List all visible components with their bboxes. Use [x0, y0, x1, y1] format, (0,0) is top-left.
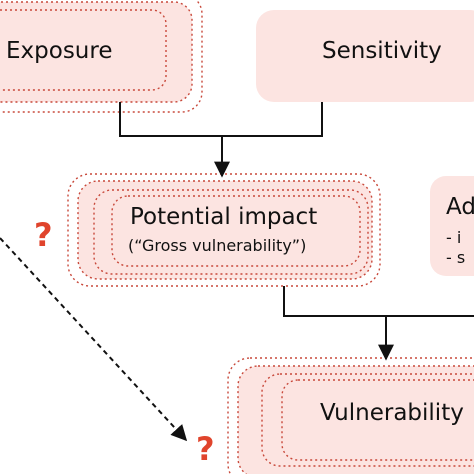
connector-impact-adaptive-to-vulnerability: [283, 286, 474, 361]
question-mark-icon: ?: [196, 430, 215, 468]
potential-impact-label: Potential impact: [130, 204, 318, 230]
vulnerability-node: [227, 357, 474, 474]
exposure-label: Exposure: [6, 38, 113, 64]
connector-exposure-sensitivity-to-impact: [119, 102, 323, 178]
potential-impact-node: [67, 173, 381, 287]
adaptive-capacity-node: [430, 176, 474, 276]
question-mark-icon: ?: [34, 216, 53, 254]
vulnerability-label: Vulnerability: [320, 400, 464, 426]
adaptive-capacity-label: Ad: [446, 194, 474, 220]
sensitivity-label: Sensitivity: [322, 38, 442, 64]
adaptive-item: - i: [446, 228, 462, 247]
sensitivity-node: [256, 10, 474, 102]
gross-vulnerability-label: (“Gross vulnerability”): [128, 236, 307, 255]
dashed-arrow-to-vulnerability: [0, 237, 188, 442]
adaptive-item: - s: [446, 248, 466, 267]
exposure-node: [0, 0, 203, 113]
